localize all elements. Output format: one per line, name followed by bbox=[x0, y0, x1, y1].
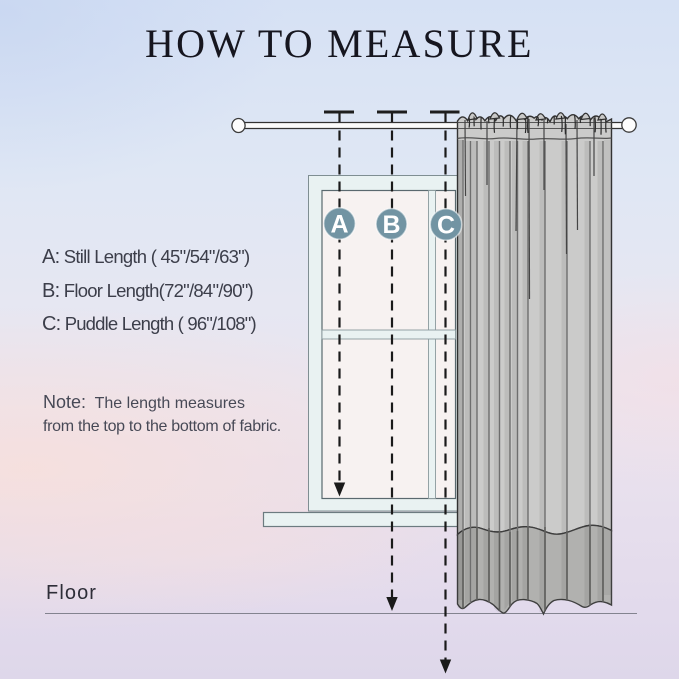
svg-text:A: A bbox=[330, 211, 348, 239]
svg-text:C: C bbox=[437, 212, 455, 240]
svg-text:B: B bbox=[382, 211, 400, 239]
